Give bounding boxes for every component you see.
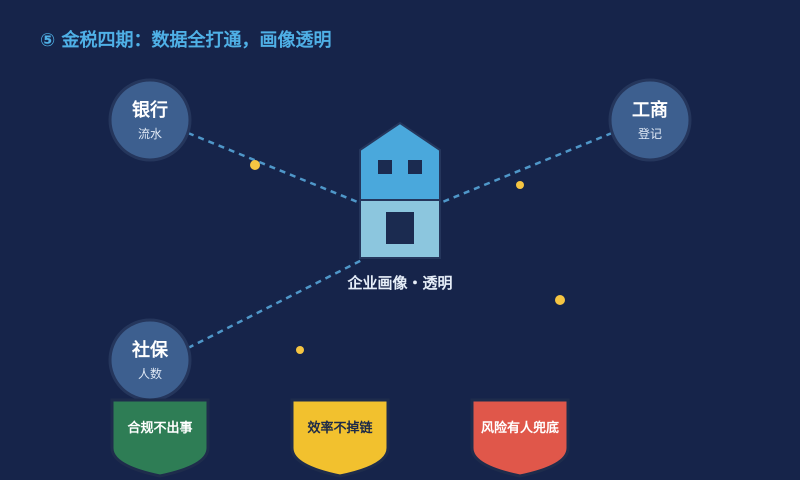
data-dot	[555, 295, 565, 305]
shield-efficiency	[290, 398, 390, 478]
node-social: 社保 人数	[110, 340, 190, 382]
center-label: 企业画像・透明	[347, 274, 453, 292]
shield-compliance-label: 合规不出事	[127, 421, 193, 436]
node-commerce-sublabel: 登记	[637, 127, 662, 141]
node-social-sublabel: 人数	[137, 367, 162, 381]
connector-bank	[187, 131, 361, 205]
node-bank-label: 银行	[132, 100, 168, 121]
data-dot	[250, 160, 260, 170]
connector-commerce	[439, 131, 613, 205]
data-dot	[516, 181, 524, 189]
shield-risk-label: 风险有人兜底	[480, 421, 559, 436]
node-bank-sublabel: 流水	[137, 127, 162, 141]
node-commerce: 工商 登记	[610, 100, 690, 142]
shield-compliance	[110, 398, 210, 478]
house-icon	[359, 121, 441, 259]
node-bank-circle	[108, 78, 192, 162]
node-commerce-label: 工商	[632, 100, 668, 121]
shield-efficiency-label: 效率不掉链	[307, 421, 373, 436]
shield-risk	[470, 398, 570, 478]
node-commerce-circle	[608, 78, 692, 162]
node-bank: 银行 流水	[110, 100, 190, 142]
node-social-label: 社保	[132, 340, 168, 361]
data-dot	[296, 346, 304, 354]
page-title: ⑤ 金税四期：数据全打通，画像透明	[40, 30, 332, 51]
